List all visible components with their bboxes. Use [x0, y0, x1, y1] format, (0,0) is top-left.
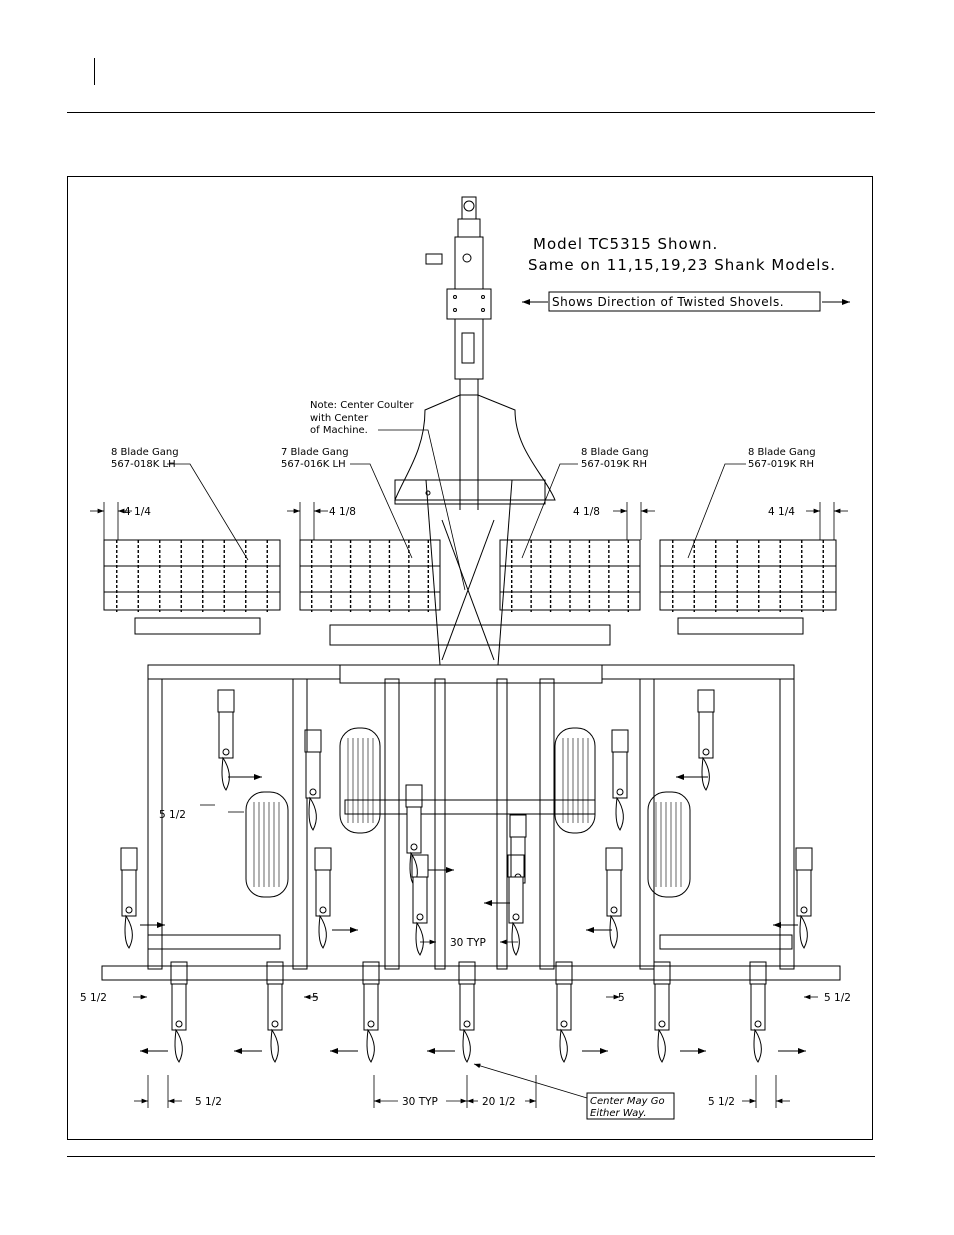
model-title: Model TC5315 Shown.	[533, 235, 718, 253]
note-line-3: of Machine.	[310, 425, 368, 436]
gang-label-4: 8 Blade Gang 567-019K RH	[687, 447, 816, 559]
dim-rear-left: 5 1/2	[80, 992, 107, 1004]
svg-text:8 Blade Gang: 8 Blade Gang	[111, 447, 179, 458]
dim-gang-outer-left: 4 1/4	[124, 506, 151, 518]
disc-blades	[116, 540, 824, 612]
dim-gang-outer-right: 4 1/4	[768, 506, 795, 518]
figure-frame	[67, 176, 873, 1140]
dim-rear-right: 5 1/2	[824, 992, 851, 1004]
center-coulter-note: Note: Center Coulter with Center of Mach…	[310, 400, 466, 591]
dim-bottom-left: 5 1/2	[195, 1096, 222, 1108]
dim-rear-inner-left: 5	[312, 992, 319, 1004]
shank	[304, 729, 322, 831]
gauge-wheels	[245, 727, 691, 898]
shank	[170, 961, 188, 1063]
dim-gang-inner-left: 4 1/8	[329, 506, 356, 518]
gang-label-2: 7 Blade Gang 567-016K LH	[281, 447, 413, 559]
shank	[795, 847, 813, 949]
shank	[120, 847, 138, 949]
svg-text:8 Blade Gang: 8 Blade Gang	[581, 447, 649, 458]
dim-bottom-right: 5 1/2	[708, 1096, 735, 1108]
main-frame	[101, 479, 841, 981]
dim-bottom-spacing: 30 TYP	[402, 1096, 438, 1108]
dim-bottom-center: 20 1/2	[482, 1096, 516, 1108]
dim-rear-inner-right: 5	[618, 992, 625, 1004]
svg-text:Center May Go: Center May Go	[590, 1096, 665, 1107]
shank	[605, 847, 623, 949]
shank	[217, 689, 235, 791]
dim-gang-inner-right: 4 1/8	[573, 506, 600, 518]
svg-text:8 Blade Gang: 8 Blade Gang	[748, 447, 816, 458]
svg-text:567-019K RH: 567-019K RH	[581, 459, 647, 470]
svg-text:567-016K LH: 567-016K LH	[281, 459, 346, 470]
shank	[749, 961, 767, 1063]
hitch-tongue	[394, 196, 556, 510]
gang-label-3: 8 Blade Gang 567-019K RH	[521, 447, 649, 559]
shank	[458, 961, 476, 1063]
shank	[555, 961, 573, 1063]
shanks	[120, 689, 813, 1063]
note-line-2: with Center	[310, 413, 369, 424]
shank	[507, 854, 525, 956]
shank	[266, 961, 284, 1063]
svg-text:Either Way.: Either Way.	[590, 1108, 647, 1119]
shank	[697, 689, 715, 791]
dim-shank-offset: 5 1/2	[159, 809, 186, 821]
header-tick	[94, 58, 95, 85]
top-dimensions	[90, 502, 848, 540]
model-subtitle: Same on 11,15,19,23 Shank Models.	[528, 256, 836, 274]
header-rule	[67, 112, 875, 113]
shank	[411, 854, 429, 956]
svg-text:7 Blade Gang: 7 Blade Gang	[281, 447, 349, 458]
shank	[653, 961, 671, 1063]
gang-label-1: 8 Blade Gang 567-018K LH	[111, 447, 249, 561]
center-either-way-note: Center May Go Either Way.	[473, 1063, 675, 1120]
svg-text:567-019K RH: 567-019K RH	[748, 459, 814, 470]
shovel-arrows	[140, 774, 806, 1054]
footer-rule	[67, 1156, 875, 1157]
svg-text:567-018K LH: 567-018K LH	[111, 459, 176, 470]
direction-legend: Shows Direction of Twisted Shovels.	[522, 291, 850, 312]
dim-center-spacing: 30 TYP	[450, 937, 486, 949]
note-line-1: Note: Center Coulter	[310, 400, 414, 411]
disc-gangs	[103, 539, 837, 646]
shank	[314, 847, 332, 949]
shank	[362, 961, 380, 1063]
lower-dimension-lines	[133, 804, 818, 1108]
direction-label: Shows Direction of Twisted Shovels.	[552, 295, 784, 309]
shank	[611, 729, 629, 831]
